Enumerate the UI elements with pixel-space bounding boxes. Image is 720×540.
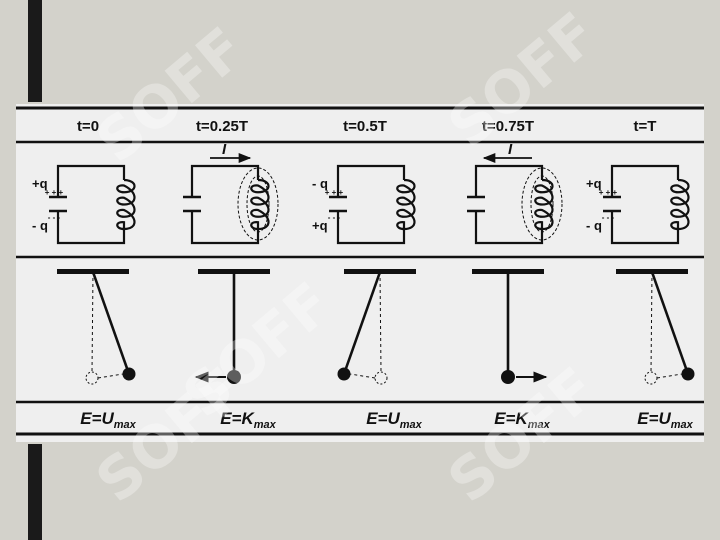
pendulum	[194, 269, 270, 384]
pendulum	[337, 269, 416, 385]
inductor-coil	[116, 178, 136, 231]
energy-label: E=Umax	[80, 409, 136, 431]
pendulum-support	[344, 269, 416, 274]
time-label: t=0.25T	[196, 118, 248, 135]
charge-label: - q	[586, 218, 602, 233]
plate-sign: - - -	[602, 213, 615, 222]
charge-label: +q	[586, 176, 602, 191]
plate-sign: + + +	[45, 188, 64, 197]
circuit-wire	[336, 164, 406, 245]
time-label: t=0	[77, 118, 99, 135]
energy-label: E=Umax	[366, 409, 422, 431]
magnetic-field-line	[521, 167, 563, 241]
lc-circuit: + + + - - - - q +q	[312, 164, 416, 245]
pendulum	[616, 269, 695, 385]
energy-labels: E=Umax E=Kmax E=Umax E=Kmax E=Umax	[80, 409, 693, 431]
energy-label: E=Kmax	[494, 409, 550, 431]
circuit-wire	[56, 164, 126, 245]
lc-circuits: + + +- - -+q- qI+ + +- - -- q+qI+ + +- -…	[32, 141, 690, 245]
charge-label: +q	[32, 176, 48, 191]
magnetic-field-line	[530, 175, 554, 233]
pendulum-bob	[501, 370, 515, 384]
time-label: t=0.75T	[482, 118, 534, 135]
time-labels: t=0 t=0.25T t=0.5T t=0.75T t=T	[77, 118, 657, 135]
pendulum-bob	[227, 370, 241, 384]
pendulums	[57, 269, 695, 385]
inductor-coil	[250, 178, 270, 231]
current-label: I	[508, 141, 513, 158]
lc-circuit: + + + - - - +q - q	[32, 164, 136, 245]
pendulum-bob	[681, 367, 695, 381]
rest-position-bob	[644, 371, 658, 385]
rest-position-bob	[374, 371, 388, 385]
plate-sign: + + +	[325, 188, 344, 197]
pendulum-bob	[122, 367, 136, 381]
circuit-wire	[190, 164, 260, 245]
pendulum	[57, 269, 136, 385]
rest-arc	[656, 373, 683, 379]
left-side-bar-bottom	[28, 444, 42, 540]
current-label: I	[222, 141, 227, 158]
pendulum-support	[472, 269, 544, 274]
circuit-wire	[610, 164, 680, 245]
pendulum-support	[616, 269, 688, 274]
rest-position-bob	[85, 371, 99, 385]
pendulum-rod	[91, 271, 131, 375]
energy-label: E=Umax	[637, 409, 693, 431]
rest-arc	[349, 373, 376, 379]
plate-sign: - - -	[328, 213, 341, 222]
inductor-coil	[534, 178, 554, 231]
time-label: t=0.5T	[343, 118, 387, 135]
energy-label: E=Kmax	[220, 409, 276, 431]
rest-arc	[97, 373, 124, 379]
charge-label: - q	[32, 218, 48, 233]
lc-circuit: + + + - - - +q - q	[586, 164, 690, 245]
rest-position-line	[379, 271, 382, 373]
left-side-bar-top	[28, 0, 42, 102]
lc-circuit: I	[183, 141, 279, 245]
charge-label: - q	[312, 176, 328, 191]
pendulum-rod	[342, 271, 382, 375]
inductor-coil	[670, 178, 690, 231]
time-label: t=T	[634, 118, 657, 135]
pendulum-support	[198, 269, 270, 274]
circuit-wire	[474, 164, 544, 245]
magnetic-field-line	[246, 175, 270, 233]
inductor-coil	[396, 178, 416, 231]
plate-sign: - - -	[48, 213, 61, 222]
pendulum-support	[57, 269, 129, 274]
pendulum-bob	[337, 367, 351, 381]
charge-label: +q	[312, 218, 328, 233]
rest-position-line	[91, 271, 94, 373]
pendulum-rod	[650, 271, 690, 375]
lc-circuit: I	[467, 141, 563, 245]
pendulum	[472, 269, 548, 384]
rest-position-line	[650, 271, 653, 373]
plate-sign: + + +	[599, 188, 618, 197]
magnetic-field-line	[237, 167, 279, 241]
